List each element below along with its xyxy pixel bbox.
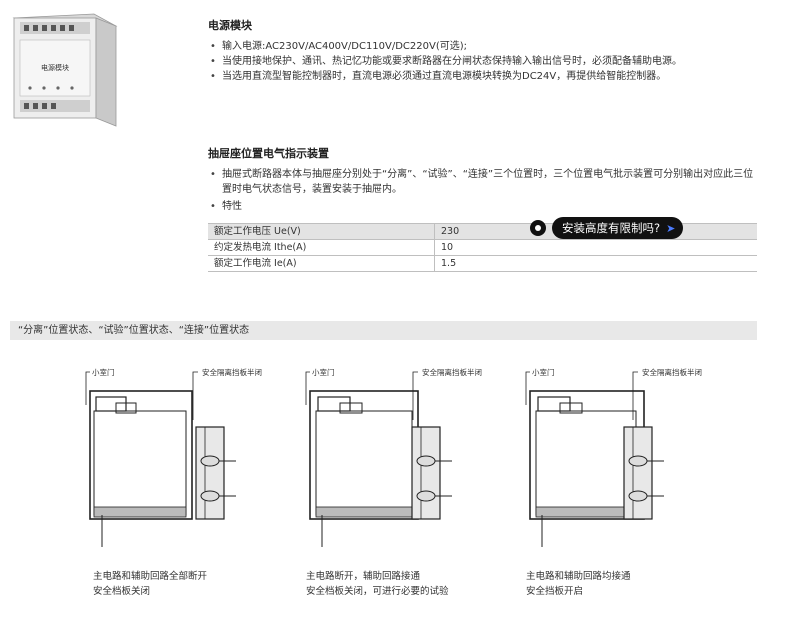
diagram-caption-1: 主电路和辅助回路全部断开 安全档板关闭 — [93, 569, 207, 599]
shutter-label: 安全隔离挡板半闭 — [422, 367, 482, 377]
caption-line: 主电路和辅助回路全部断开 — [93, 571, 208, 582]
caption-line: 安全挡板开启 — [526, 586, 584, 597]
list-item: 当使用接地保护、通讯、热记忆功能或要求断路器在分闸状态保持输入输出信号时，必须配… — [208, 54, 682, 69]
power-module-title: 电源模块 — [208, 19, 252, 32]
table-cell: 1.5 — [434, 255, 757, 272]
position-diagram-2: 小室门 安全隔离挡板半闭 — [300, 365, 510, 550]
table-cell: 约定发热电流 Ithe(A) — [208, 239, 435, 256]
arrow-right-icon: ➤ — [666, 221, 676, 235]
table-cell: 额定工作电流 Ie(A) — [208, 255, 435, 272]
shutter-label: 安全隔离挡板半闭 — [202, 367, 262, 377]
list-item: 特性 — [208, 199, 757, 214]
caption-line: 主电路断开，辅助回路接通 — [306, 571, 421, 582]
list-item: 当选用直流型智能控制器时，直流电源必须通过直流电源模块转换为DC24V，再提供给… — [208, 69, 682, 84]
question-tip[interactable]: 安装高度有限制吗? ➤ — [530, 217, 684, 239]
indicator-bullets: 抽屉式断路器本体与抽屉座分别处于“分离”、“试验”、“连接”三个位置时，三个位置… — [208, 167, 757, 214]
position-diagram-3: 小室门 安全隔离挡板半闭 — [520, 365, 730, 550]
list-item: 输入电源:AC230V/AC400V/DC110V/DC220V(可选); — [208, 39, 682, 54]
diagram-caption-3: 主电路和辅助回路均接通 安全挡板开启 — [526, 569, 631, 599]
diagram-caption-2: 主电路断开，辅助回路接通 安全档板关闭，可进行必要的试验 — [306, 569, 449, 599]
door-label: 小室门 — [312, 367, 335, 377]
indicator-title: 抽屉座位置电气指示装置 — [208, 147, 329, 160]
power-module-image: 电源模块 — [6, 4, 126, 136]
door-label: 小室门 — [92, 367, 115, 377]
table-cell: 10 — [434, 239, 757, 256]
table-row: 额定工作电流 Ie(A) 1.5 — [208, 255, 757, 272]
door-label: 小室门 — [532, 367, 555, 377]
caption-line: 安全档板关闭，可进行必要的试验 — [306, 586, 449, 597]
shutter-label: 安全隔离挡板半闭 — [642, 367, 702, 377]
power-module-bullets: 输入电源:AC230V/AC400V/DC110V/DC220V(可选); 当使… — [208, 39, 682, 84]
list-item: 抽屉式断路器本体与抽屉座分别处于“分离”、“试验”、“连接”三个位置时，三个位置… — [208, 167, 757, 197]
svg-text:电源模块: 电源模块 — [41, 63, 69, 72]
section-banner: “分离”位置状态、“试验”位置状态、“连接”位置状态 — [10, 321, 757, 340]
caption-line: 安全档板关闭 — [93, 586, 151, 597]
power-module-device-icon: 电源模块 — [12, 13, 118, 127]
table-row: 约定发热电流 Ithe(A) 10 — [208, 239, 757, 256]
record-icon[interactable] — [530, 220, 546, 236]
question-label: 安装高度有限制吗? — [562, 221, 661, 235]
question-button[interactable]: 安装高度有限制吗? ➤ — [552, 217, 684, 239]
caption-line: 主电路和辅助回路均接通 — [526, 571, 631, 582]
table-cell: 额定工作电压 Ue(V) — [208, 223, 435, 240]
position-diagram-1: 小室门 安全隔离挡板半闭 — [80, 365, 290, 550]
